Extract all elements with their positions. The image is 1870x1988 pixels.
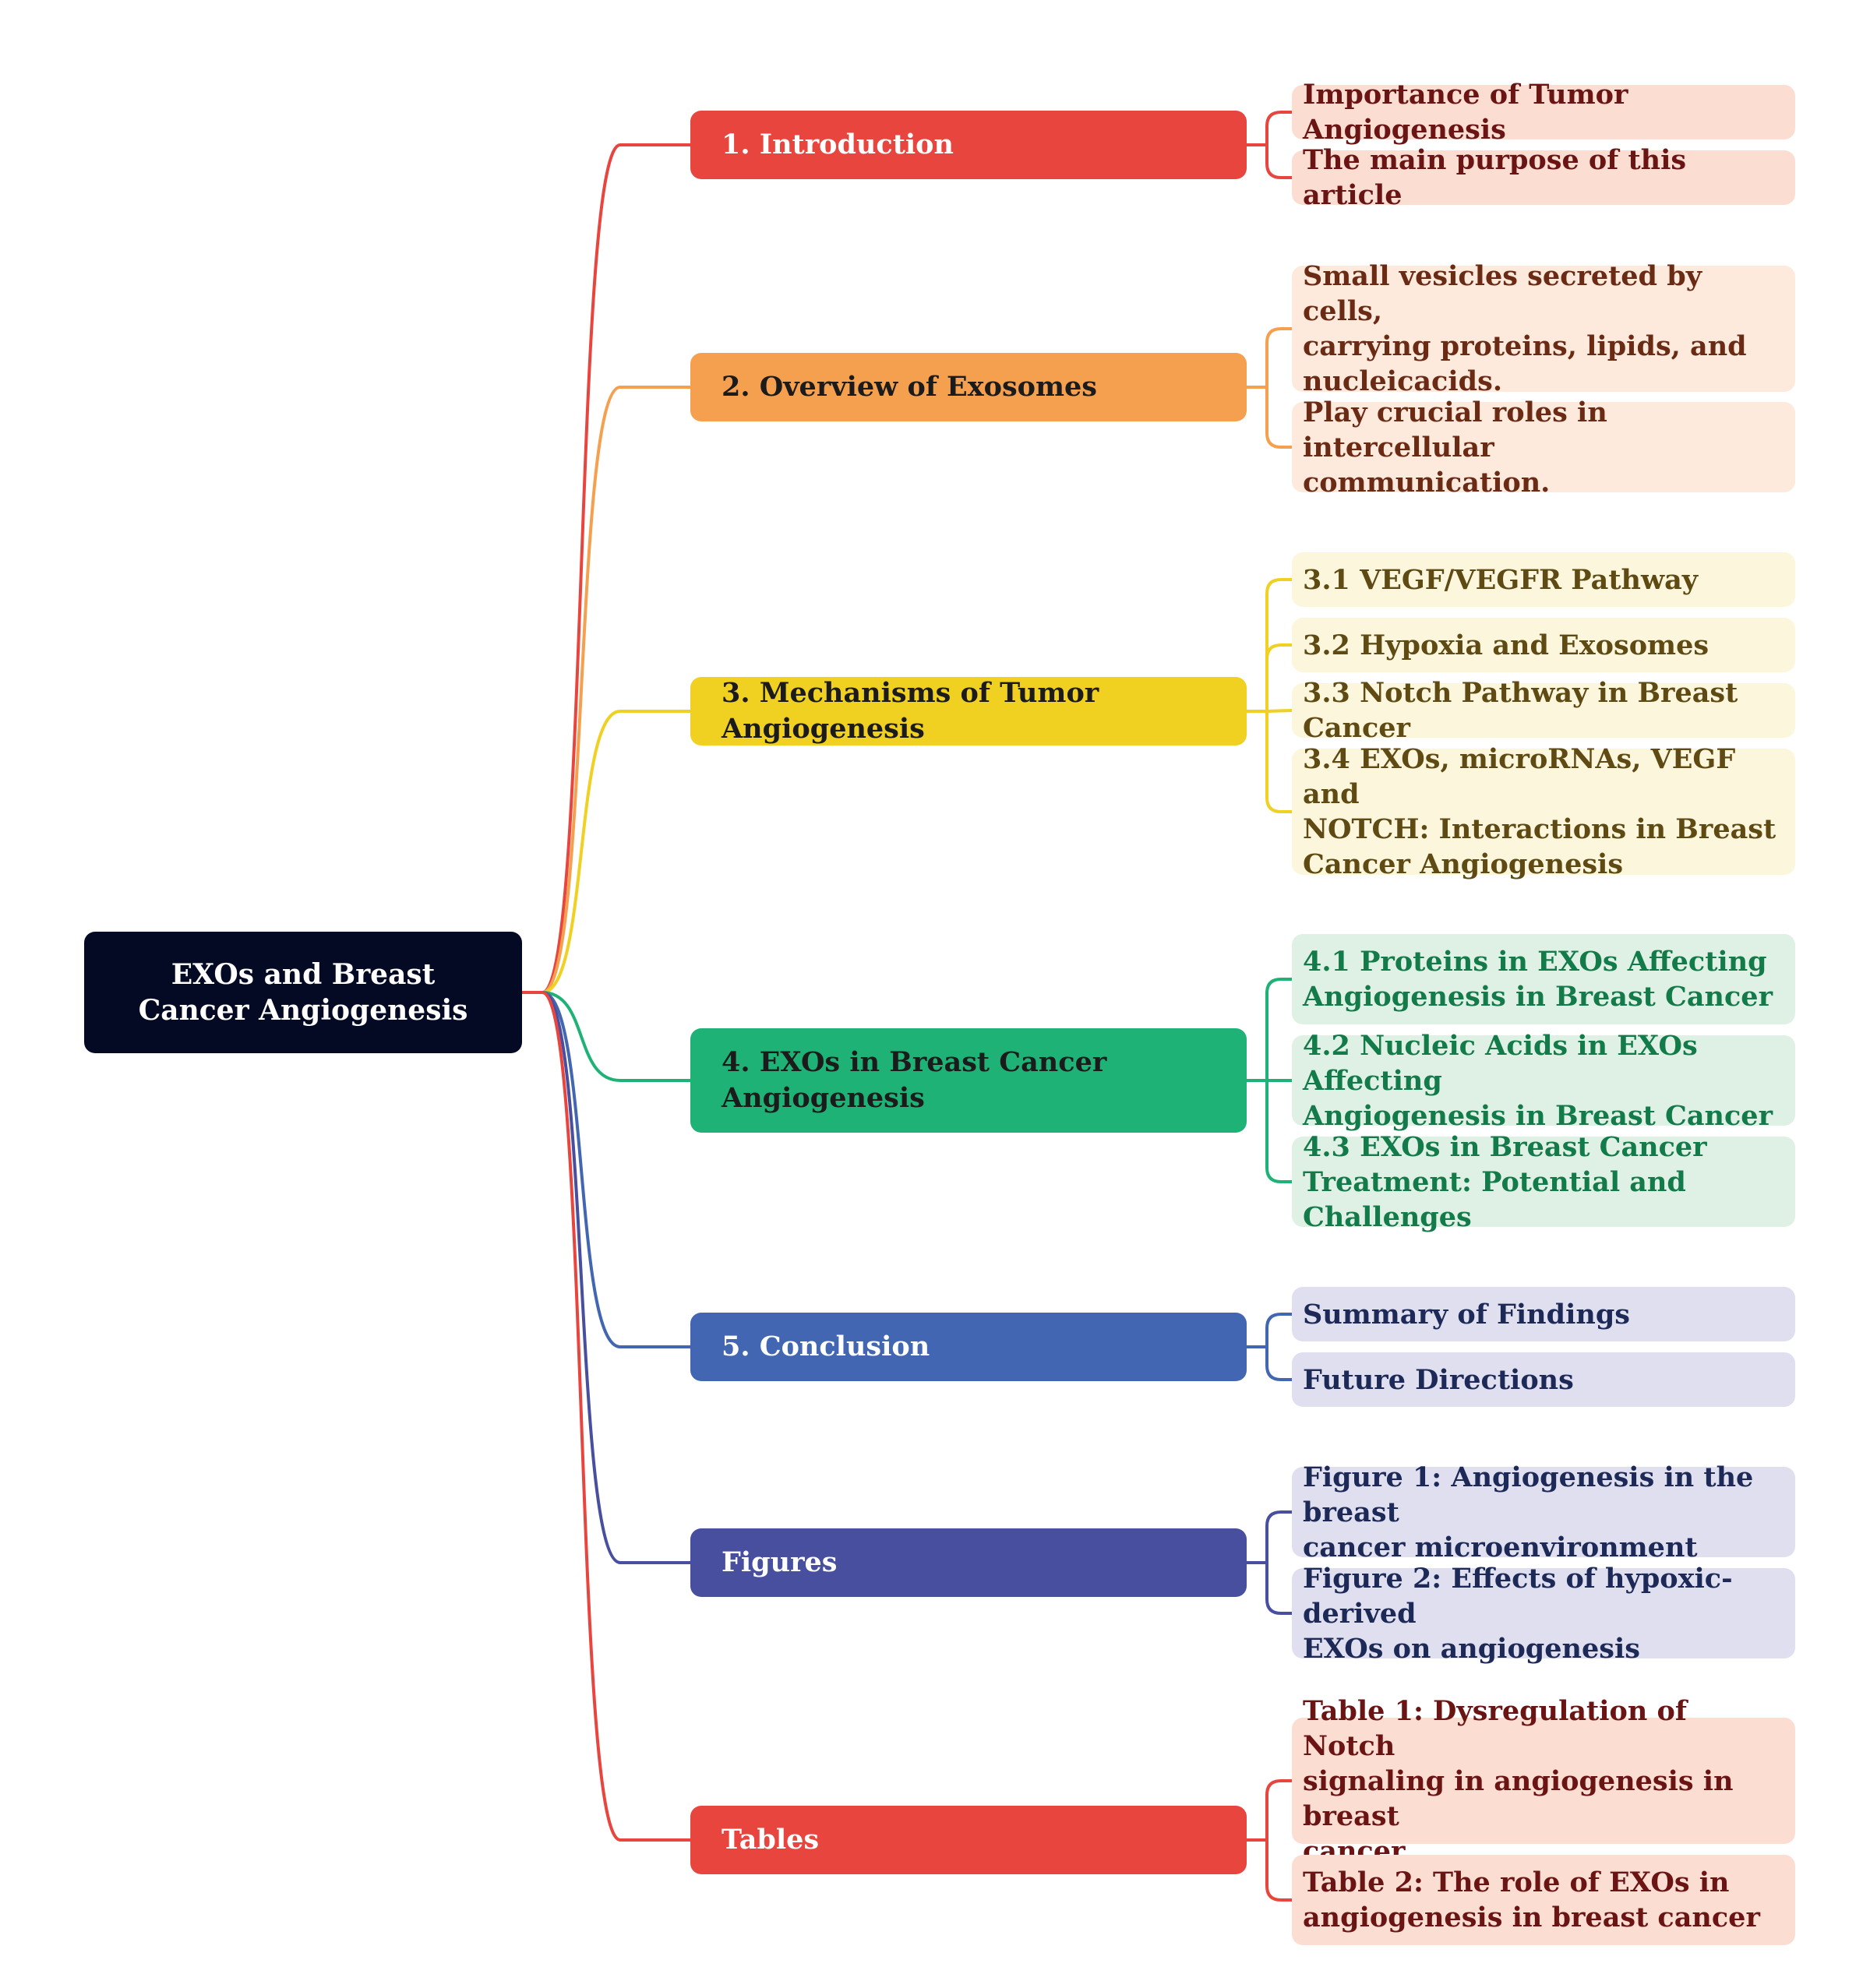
branch-tables[interactable]: Tables: [690, 1806, 1247, 1874]
leaf-exos-micrornas[interactable]: 3.4 EXOs, microRNAs, VEGF and NOTCH: Int…: [1292, 743, 1795, 880]
branch-figures[interactable]: Figures: [690, 1528, 1247, 1597]
branch-connector: [542, 991, 690, 1564]
leaf-connector: [1265, 111, 1292, 145]
branch-connector: [542, 991, 690, 1348]
leaf-label: Table 2: The role of EXOs in angiogenesi…: [1303, 1866, 1760, 1933]
branch-overview-of-exosomes[interactable]: 2. Overview of Exosomes: [690, 353, 1247, 421]
leaf-connector: [1265, 145, 1292, 179]
leaf-importance-of-tumor-angiogenesis[interactable]: Importance of Tumor Angiogenesis: [1292, 79, 1795, 146]
branch-connector: [542, 991, 690, 1082]
leaf-table-1[interactable]: Table 1: Dysregulation of Notch signalin…: [1292, 1695, 1795, 1867]
leaf-connector: [1265, 1510, 1292, 1563]
leaf-label: 4.2 Nucleic Acids in EXOs Affecting Angi…: [1303, 1029, 1773, 1132]
leaf-label: 3.4 EXOs, microRNAs, VEGF and NOTCH: Int…: [1303, 743, 1776, 880]
leaf-intercellular-communication[interactable]: Play crucial roles in intercellular comm…: [1292, 397, 1795, 499]
branch-introduction[interactable]: 1. Introduction: [690, 111, 1247, 179]
leaf-connector: [1265, 1313, 1292, 1347]
branch-connector: [542, 386, 690, 994]
leaf-nucleic-acids[interactable]: 4.2 Nucleic Acids in EXOs Affecting Angi…: [1292, 1030, 1795, 1132]
branch-mechanisms[interactable]: 3. Mechanisms of Tumor Angiogenesis: [690, 677, 1247, 746]
branch-label: 1. Introduction: [722, 129, 954, 160]
leaf-connector: [1265, 1347, 1292, 1381]
branch-exos-in-breast-cancer[interactable]: 4. EXOs in Breast Cancer Angiogenesis: [690, 1028, 1247, 1133]
leaf-treatment[interactable]: 4.3 EXOs in Breast Cancer Treatment: Pot…: [1292, 1131, 1795, 1233]
leaf-label: Importance of Tumor Angiogenesis: [1303, 79, 1628, 146]
root-label: EXOs and Breast Cancer Angiogenesis: [138, 958, 468, 1027]
leaf-label: 3.1 VEGF/VEGFR Pathway: [1303, 563, 1699, 596]
leaf-connector: [1265, 578, 1292, 711]
leaf-hypoxia[interactable]: 3.2 Hypoxia and Exosomes: [1292, 618, 1795, 672]
branch-label: Figures: [722, 1546, 838, 1578]
leaf-proteins-in-exos[interactable]: 4.1 Proteins in EXOs Affecting Angiogene…: [1292, 934, 1795, 1024]
leaf-label: Figure 2: Effects of hypoxic-derived EXO…: [1303, 1562, 1733, 1665]
leaf-connector: [1266, 709, 1293, 713]
leaf-figure-1[interactable]: Figure 1: Angiogenesis in the breast can…: [1292, 1461, 1795, 1563]
leaf-label: 3.3 Notch Pathway in Breast Cancer: [1303, 677, 1738, 744]
leaf-future-directions[interactable]: Future Directions: [1292, 1352, 1795, 1407]
branch-connector: [542, 710, 690, 994]
leaf-figure-2[interactable]: Figure 2: Effects of hypoxic-derived EXO…: [1292, 1563, 1795, 1665]
leaf-connector: [1265, 1840, 1292, 1902]
leaf-connector: [1265, 643, 1292, 711]
leaf-connector: [1265, 978, 1292, 1080]
leaf-label: Play crucial roles in intercellular comm…: [1303, 396, 1607, 499]
leaf-label: 3.2 Hypoxia and Exosomes: [1303, 629, 1709, 661]
branch-connector: [542, 143, 690, 994]
leaf-label: Future Directions: [1303, 1363, 1574, 1396]
leaf-table-2[interactable]: Table 2: The role of EXOs in angiogenesi…: [1292, 1855, 1795, 1945]
leaf-label: 4.1 Proteins in EXOs Affecting Angiogene…: [1303, 946, 1773, 1013]
leaf-label: The main purpose of this article: [1303, 144, 1687, 211]
branch-connector: [542, 991, 690, 1842]
leaf-connector: [1265, 327, 1292, 387]
branch-label: 5. Conclusion: [722, 1331, 930, 1362]
root-node[interactable]: EXOs and Breast Cancer Angiogenesis: [84, 932, 522, 1053]
leaf-connector: [1265, 387, 1292, 449]
leaf-main-purpose[interactable]: The main purpose of this article: [1292, 144, 1795, 211]
leaf-small-vesicles[interactable]: Small vesicles secreted by cells, carryi…: [1292, 260, 1795, 397]
leaf-label: Figure 1: Angiogenesis in the breast can…: [1303, 1461, 1754, 1563]
leaf-label: Summary of Findings: [1303, 1298, 1630, 1331]
leaf-connector: [1265, 1080, 1292, 1183]
branch-label: 3. Mechanisms of Tumor Angiogenesis: [722, 677, 1099, 745]
branch-label: 4. EXOs in Breast Cancer Angiogenesis: [722, 1046, 1107, 1114]
leaf-label: Table 1: Dysregulation of Notch signalin…: [1303, 1694, 1734, 1867]
leaf-connector: [1265, 711, 1292, 813]
branch-label: 2. Overview of Exosomes: [722, 371, 1098, 403]
leaf-summary-of-findings[interactable]: Summary of Findings: [1292, 1287, 1795, 1341]
leaf-label: 4.3 EXOs in Breast Cancer Treatment: Pot…: [1303, 1130, 1707, 1233]
leaf-connector: [1265, 1779, 1292, 1840]
leaf-connector: [1265, 1563, 1292, 1615]
branch-conclusion[interactable]: 5. Conclusion: [690, 1313, 1247, 1381]
branch-label: Tables: [722, 1824, 820, 1856]
leaf-notch-pathway[interactable]: 3.3 Notch Pathway in Breast Cancer: [1292, 677, 1795, 744]
leaf-vegf-pathway[interactable]: 3.1 VEGF/VEGFR Pathway: [1292, 552, 1795, 607]
leaf-label: Small vesicles secreted by cells, carryi…: [1303, 260, 1747, 397]
